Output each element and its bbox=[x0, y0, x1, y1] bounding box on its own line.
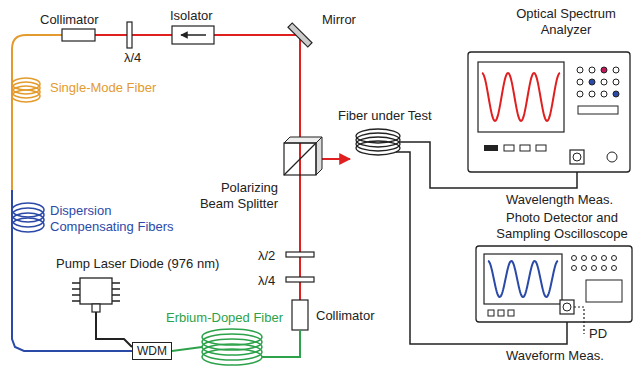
waveplate-symbol bbox=[127, 22, 132, 48]
oscilloscope-device bbox=[592, 266, 597, 271]
erbium-fiber-coil bbox=[262, 330, 300, 357]
waveplate-symbol bbox=[286, 252, 314, 257]
oscilloscope-device bbox=[476, 246, 632, 322]
part-label: λ/4 bbox=[124, 50, 141, 66]
pump-laser-symbol bbox=[92, 304, 100, 312]
fiber-label: Erbium-Doped Fiber bbox=[166, 310, 283, 326]
spectrum-analyzer-device bbox=[613, 79, 619, 85]
spectrum-analyzer-device bbox=[589, 91, 595, 97]
oscilloscope-device bbox=[586, 280, 622, 302]
fiber-label: Dispersion Compensating Fibers bbox=[50, 203, 184, 235]
spectrum-analyzer-device bbox=[504, 145, 514, 151]
spectrum-analyzer-device bbox=[570, 150, 584, 164]
part-label: Isolator bbox=[170, 8, 213, 24]
spectrum-analyzer-device bbox=[577, 79, 583, 85]
oscilloscope-device bbox=[612, 256, 617, 261]
spectrum-analyzer-device bbox=[589, 67, 595, 73]
dispersion-fiber-coil bbox=[12, 203, 44, 232]
spectrum-analyzer-device bbox=[577, 91, 583, 97]
pump-fiber bbox=[96, 312, 132, 347]
spectrum-analyzer-device bbox=[468, 52, 630, 172]
single-mode-fiber bbox=[12, 35, 62, 190]
beam-splitter-cube bbox=[284, 143, 316, 175]
erbium-fiber-coil bbox=[202, 349, 262, 365]
fiber-label: Single-Mode Fiber bbox=[50, 80, 156, 96]
erbium-fiber-coil bbox=[202, 329, 300, 365]
measurement-label: Waveform Meas. bbox=[506, 348, 604, 364]
spectrum-analyzer-device bbox=[607, 152, 617, 162]
collimator-symbol bbox=[62, 29, 95, 41]
pump-laser-symbol bbox=[80, 278, 112, 304]
oscilloscope-device bbox=[592, 256, 597, 261]
oscilloscope-device bbox=[508, 310, 514, 316]
spectrum-analyzer-device bbox=[613, 91, 619, 97]
beam-splitter-cube bbox=[316, 137, 322, 175]
spectrum-analyzer-device bbox=[536, 145, 546, 151]
collimator-symbol bbox=[292, 300, 308, 330]
spectrum-analyzer-device bbox=[578, 106, 618, 114]
instrument-label: Optical Spectrum Analyzer bbox=[506, 6, 626, 38]
coupler-box: WDM bbox=[132, 342, 172, 360]
part-label: λ/2 bbox=[258, 248, 275, 264]
spectrum-analyzer-device bbox=[601, 79, 607, 85]
oscilloscope-device bbox=[484, 254, 562, 304]
spectrum-analyzer-device bbox=[520, 145, 530, 151]
mirror-symbol bbox=[288, 23, 312, 47]
spectrum-analyzer-device bbox=[478, 62, 564, 132]
isolator-symbol bbox=[181, 34, 206, 36]
oscilloscope-device bbox=[498, 310, 504, 316]
fiber-under-test-coil bbox=[356, 137, 400, 151]
part-label: Fiber under Test bbox=[338, 108, 432, 124]
oscilloscope-device bbox=[476, 246, 632, 334]
isolator-symbol bbox=[172, 26, 214, 44]
waveplate-symbol bbox=[127, 22, 314, 282]
oscilloscope-device bbox=[572, 266, 577, 271]
beam-splitter-cube bbox=[284, 143, 316, 175]
oscilloscope-device bbox=[560, 300, 574, 314]
isolator-symbol bbox=[172, 26, 214, 44]
coupler-name: WDM bbox=[137, 344, 167, 358]
oscilloscope-device bbox=[582, 266, 587, 271]
part-label: λ/4 bbox=[258, 273, 275, 289]
oscilloscope-device bbox=[574, 307, 584, 334]
fiber-under-test-coil bbox=[356, 141, 400, 155]
single-mode-fiber bbox=[12, 90, 40, 102]
collimator-symbol bbox=[62, 29, 308, 330]
oscilloscope-device bbox=[582, 256, 587, 261]
part-label: Collimator bbox=[316, 308, 375, 324]
part-label: Pump Laser Diode (976 nm) bbox=[56, 256, 219, 272]
waveform-trace bbox=[488, 261, 558, 297]
spectrum-analyzer-device bbox=[573, 153, 581, 161]
oscilloscope-device bbox=[572, 256, 577, 261]
screen-trace bbox=[482, 73, 560, 297]
part-label: Polarizing Beam Splitter bbox=[186, 180, 278, 212]
spectrum-analyzer-device bbox=[613, 67, 619, 73]
erbium-fiber bbox=[172, 347, 202, 351]
spectrum-analyzer-device bbox=[589, 79, 595, 85]
callout-label: PD bbox=[589, 326, 607, 342]
spectrum-trace bbox=[482, 73, 560, 121]
spectrum-analyzer-device bbox=[468, 52, 630, 172]
spectrum-analyzer-device bbox=[484, 145, 498, 151]
oscilloscope-device bbox=[602, 266, 607, 271]
pump-laser-symbol bbox=[72, 278, 120, 312]
spectrum-analyzer-device bbox=[577, 67, 583, 73]
dispersion-fiber-coil bbox=[12, 218, 44, 232]
waveplate-symbol bbox=[286, 277, 314, 282]
oscilloscope-device bbox=[612, 266, 617, 271]
oscilloscope-device bbox=[563, 303, 571, 311]
beam-splitter-cube bbox=[284, 137, 322, 175]
measurement-label: Wavelength Meas. bbox=[506, 192, 613, 208]
oscilloscope-device bbox=[488, 310, 494, 316]
single-mode-fiber bbox=[12, 35, 62, 190]
part-label: Mirror bbox=[322, 12, 356, 28]
spectrum-analyzer-device bbox=[601, 91, 607, 97]
fiber-under-test-coil bbox=[356, 133, 400, 147]
spectrum-analyzer-device bbox=[601, 67, 607, 73]
part-label: Collimator bbox=[40, 12, 99, 28]
mirror-symbol bbox=[288, 23, 312, 47]
oscilloscope-device bbox=[602, 256, 607, 261]
instrument-label: Photo Detector and Sampling Oscilloscope bbox=[492, 210, 632, 242]
